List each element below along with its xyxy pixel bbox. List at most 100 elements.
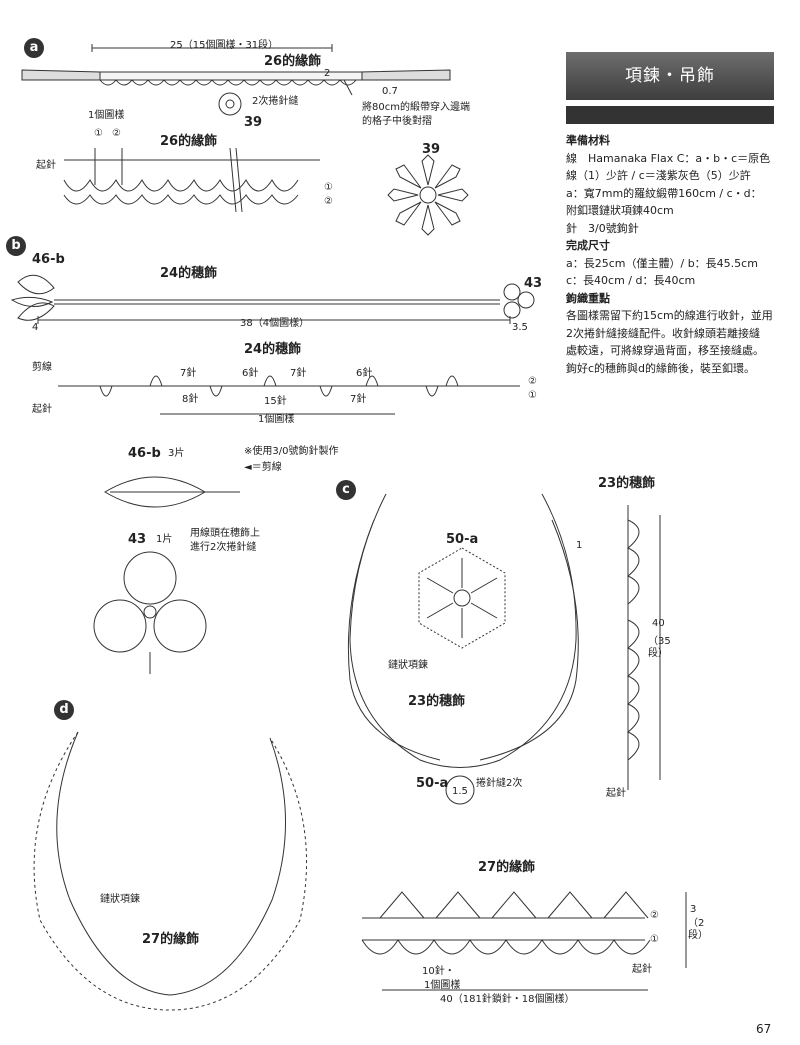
st-6b: 6針 (356, 368, 373, 379)
edging-26-label: 26的緣飾 (264, 54, 322, 69)
tips-heading: 鉤織重點 (566, 291, 610, 305)
fringe-23-label: 23的穗飾 (408, 694, 466, 709)
dim-4: 4 (32, 322, 39, 333)
flower-count: 1片 (156, 534, 173, 545)
circle-1-27: ① (650, 934, 659, 945)
fringe-24-title: 24的穗飾 (244, 342, 302, 357)
materials-line: 線 Hamanaka Flax C：a・b・c＝原色 (566, 151, 771, 165)
dim-a-width: 25（15個圖樣・31段） (170, 40, 279, 51)
circle-2-a: ② (112, 128, 121, 139)
edging-26-chart (63, 147, 320, 213)
st-15: 15針 (264, 396, 287, 407)
chain-label-c: 鏈狀項鍊 (388, 660, 428, 671)
section-a-ribbon-drawing (21, 44, 451, 116)
instructions-panel: 準備材料 線 Hamanaka Flax C：a・b・c＝原色 線（1）少許 /… (566, 132, 786, 377)
cut-note: ◄＝剪線 (244, 462, 282, 473)
repeat-label-27: 1個圖樣 (424, 980, 461, 991)
materials-line: a：寬7mm的羅紋緞帶160cm / c・d： (566, 186, 762, 200)
dim-38: 38（4個圖樣） (240, 318, 310, 329)
sew-note-1: 用線頭在穗飾上 (190, 528, 260, 539)
section-d-badge: d (54, 700, 74, 720)
leaf-46b-ref: 46-b (32, 252, 65, 267)
motif-39-ref: 39 (244, 115, 263, 130)
flower-43-title: 43 (128, 532, 147, 547)
motif-50a-title: 50-a (446, 532, 479, 547)
start-label-27: 起針 (632, 964, 652, 975)
circle-2-27: ② (650, 910, 659, 921)
materials-line: 附釦環鏈狀項鍊40cm (566, 204, 674, 217)
edging-27-title: 27的緣飾 (478, 860, 536, 875)
tips-line: 鉤好c的穗飾與d的緣飾後，裝至釦環。 (566, 361, 756, 375)
materials-heading: 準備材料 (566, 134, 610, 147)
page-ref: P.66 (717, 214, 740, 227)
fringe-24-chart (58, 375, 520, 415)
materials-line: 針 3/0號鉤針 (566, 221, 639, 235)
flower-43-ref: 43 (524, 276, 543, 291)
dim-3: 3 (690, 904, 697, 915)
page-header-title: 項鍊・吊飾 (566, 52, 774, 100)
sew-note-2: 進行2次捲針縫 (190, 542, 257, 553)
fringe-23-chart (627, 505, 661, 790)
stitch-note-a: 2次捲針縫 (252, 96, 299, 107)
tips-line: 處較遠，可將線穿過背面，移至接縫處。 (566, 344, 764, 357)
edging-26-title: 26的緣飾 (160, 134, 218, 149)
stitch-note-c: 捲針縫2次 (476, 778, 523, 789)
motif-39-chart (387, 154, 469, 236)
ribbon-note-2: 的格子中後對摺 (362, 116, 432, 127)
st-6a: 6針 (242, 368, 259, 379)
size-line: a：長25cm（僅主體）/ b：長45.5cm (566, 256, 758, 270)
size-heading: 完成尺寸 (566, 239, 610, 252)
hook-note: ※使用3/0號鉤針製作 (244, 446, 339, 457)
page-ref-bar: P.66 (566, 106, 774, 227)
dim-07: 0.7 (382, 86, 398, 97)
dim-40-c: 40 (652, 618, 665, 629)
start-label-c: 起針 (606, 788, 626, 799)
section-c-badge: c (336, 480, 356, 500)
leaf-46b-chart (104, 476, 240, 508)
leaf-count: 3片 (168, 448, 185, 459)
leaf-46b-title: 46-b (128, 446, 161, 461)
motif-39-title: 39 (422, 142, 441, 157)
flower-43-chart (93, 551, 207, 674)
repeat-label-b: 1個圖樣 (258, 414, 295, 425)
cut-label-b: 剪線 (32, 362, 52, 373)
dim-2: 2 (324, 68, 331, 79)
dim-35-rows: （35段） (648, 636, 671, 659)
ribbon-note-1: 將80cm的緞帶穿入邊端 (362, 102, 470, 113)
circle-2-b: ② (528, 376, 537, 387)
circle-1-b: ① (528, 390, 537, 401)
section-c-necklace-drawing (347, 493, 579, 805)
size-line: c：長40cm / d：長40cm (566, 274, 696, 287)
dim-1-c: 1 (576, 540, 583, 551)
edging-27-label: 27的緣飾 (142, 932, 200, 947)
section-d-necklace-drawing (33, 731, 308, 1011)
dim-2-rows: （2段） (688, 918, 708, 941)
pendant-size: 1.5 (452, 786, 468, 797)
pendant-50a-label: 50-a (416, 776, 449, 791)
st-8: 8針 (182, 394, 199, 405)
circle-1-a: ① (94, 128, 103, 139)
page-number: 67 (756, 1022, 772, 1036)
dim-40-27: 40（181針鎖針・18個圖樣） (440, 994, 575, 1005)
st-7a: 7針 (180, 368, 197, 379)
start-label-b: 起針 (32, 404, 52, 415)
st-7c: 7針 (350, 394, 367, 405)
tips-line: 2次捲針縫接縫配件。收針線頭若離接縫 (566, 326, 760, 340)
motif-50a-chart (418, 547, 506, 649)
circle-1-a-right: ① (324, 182, 333, 193)
circle-2-a-right: ② (324, 196, 333, 207)
chain-label-d: 鏈狀項鍊 (100, 894, 140, 905)
start-label-a: 起針 (36, 160, 56, 171)
section-b-fringe-drawing (10, 274, 535, 324)
materials-line: 線（1）少許 / c＝淺紫灰色（5）少許 (566, 169, 751, 182)
st-7b: 7針 (290, 368, 307, 379)
section-a-badge: a (24, 38, 44, 58)
fringe-24-label: 24的穗飾 (160, 266, 218, 281)
repeat-label-a: 1個圖樣 (88, 110, 125, 121)
fringe-23-title: 23的穗飾 (598, 476, 656, 491)
st-10: 10針・ (422, 966, 455, 977)
edging-27-chart (361, 891, 687, 991)
tips-line: 各圖樣需留下約15cm的線進行收針，並用 (566, 309, 773, 322)
dim-35: 3.5 (512, 322, 528, 333)
